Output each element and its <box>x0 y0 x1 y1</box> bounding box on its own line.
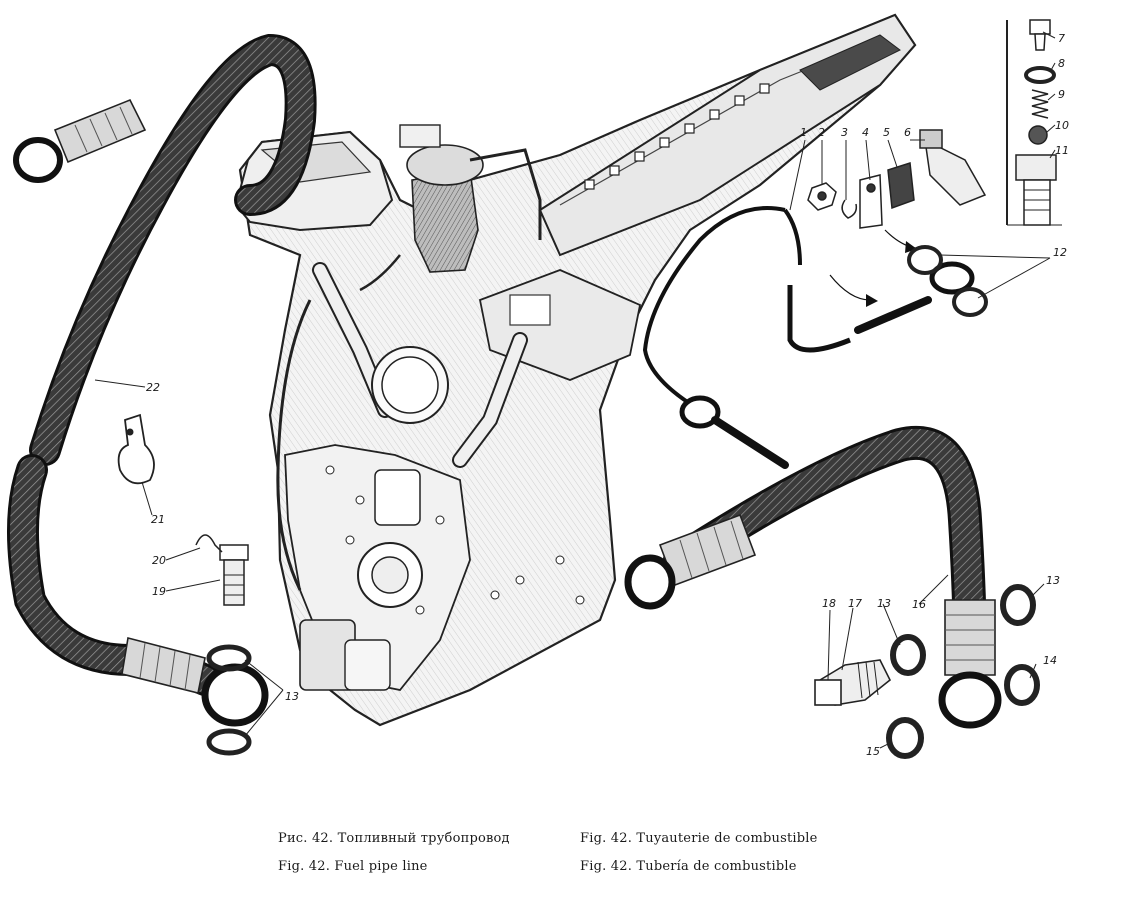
callout-1: 1 <box>800 126 807 139</box>
engine-block <box>234 13 917 727</box>
caption-french: Fig. 42. Tuyauterie de combustible <box>580 831 818 846</box>
callout-20: 20 <box>152 554 166 567</box>
caption-english: Fig. 42. Fuel pipe line <box>278 859 428 874</box>
hose-22 <box>13 33 317 466</box>
callout-21: 21 <box>151 513 165 526</box>
callout-22: 22 <box>146 381 160 394</box>
callout-14: 14 <box>1043 654 1057 667</box>
callout-8: 8 <box>1058 57 1065 70</box>
callout-13-right: 13 <box>1046 574 1060 587</box>
callout-11: 11 <box>1055 144 1069 157</box>
parts-lower-right <box>814 584 1040 759</box>
callout-4: 4 <box>862 126 869 139</box>
parts-lower-left <box>117 413 252 756</box>
caption-spanish: Fig. 42. Tubería de combustible <box>580 859 797 874</box>
caption-russian: Рис. 42. Топливный трубопровод <box>278 831 510 846</box>
callout-16: 16 <box>912 598 926 611</box>
callout-5: 5 <box>883 126 890 139</box>
callout-6: 6 <box>904 126 911 139</box>
callout-7: 7 <box>1058 32 1065 45</box>
callout-15: 15 <box>866 745 880 758</box>
callout-10: 10 <box>1055 119 1069 132</box>
callout-2: 2 <box>818 126 825 139</box>
callout-13-mid: 13 <box>877 597 891 610</box>
leader-lines <box>94 31 1056 749</box>
callout-12: 12 <box>1053 246 1067 259</box>
callout-18: 18 <box>822 597 836 610</box>
callout-17: 17 <box>848 597 862 610</box>
fuel-line-1 <box>642 206 975 469</box>
callout-13-left: 13 <box>285 690 299 703</box>
small-parts <box>807 19 1062 317</box>
callout-3: 3 <box>841 126 848 139</box>
hose-16 <box>624 425 1002 729</box>
callout-9: 9 <box>1058 88 1065 101</box>
callout-19: 19 <box>152 585 166 598</box>
callout-numbers: 1 2 3 4 5 6 7 8 9 10 11 12 13 13 13 14 1… <box>146 32 1069 758</box>
